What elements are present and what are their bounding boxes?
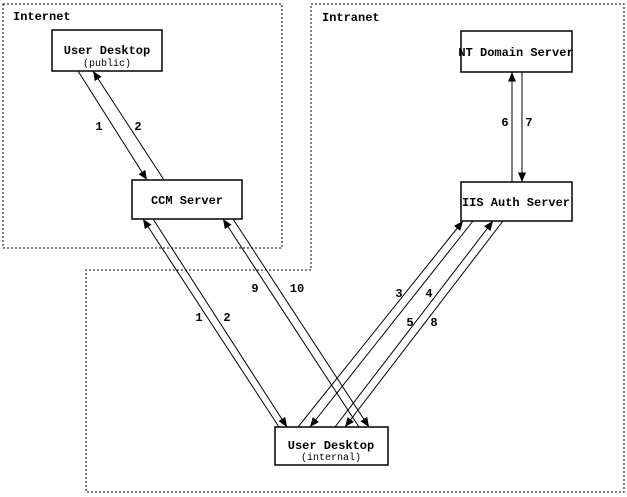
- internet-region-label: Internet: [13, 10, 71, 24]
- edge-label-10: 10: [290, 282, 304, 296]
- node-ccm-server: CCM Server: [131, 179, 243, 220]
- ccm-server-title: CCM Server: [151, 194, 223, 208]
- arrow-1-internal-to-ccm: [142, 218, 280, 428]
- arrow-8-iis-to-internal: [344, 220, 504, 428]
- edge-label-1-internal: 1: [195, 311, 202, 325]
- edge-label-2-internal: 2: [223, 311, 230, 325]
- arrow-4-iis-to-internal: [309, 220, 474, 428]
- user-desktop-public-title: User Desktop: [64, 44, 150, 58]
- user-desktop-internal-box: [274, 426, 389, 466]
- nt-domain-server-box: [460, 30, 573, 73]
- arrow-2-ccm-to-internal: [152, 218, 288, 428]
- edge-label-5: 5: [406, 316, 413, 330]
- edge-label-4: 4: [425, 287, 432, 301]
- arrow-3-internal-to-iis: [297, 220, 464, 428]
- edge-label-9: 9: [251, 282, 258, 296]
- edge-label-1-public: 1: [95, 120, 102, 134]
- intranet-region-border: [85, 3, 625, 493]
- ccm-server-box: [131, 179, 243, 220]
- node-user-desktop-internal: User Desktop (internal): [274, 426, 389, 466]
- arrow-2-ccm-to-public: [92, 70, 165, 181]
- arrow-9-internal-to-ccm: [222, 218, 360, 428]
- edge-label-3: 3: [395, 287, 402, 301]
- nt-domain-server-title: NT Domain Server: [458, 46, 573, 60]
- node-user-desktop-public: User Desktop (public): [51, 29, 163, 72]
- arrow-10-ccm-to-internal: [232, 218, 370, 428]
- edge-label-8: 8: [430, 316, 437, 330]
- edge-label-7: 7: [525, 116, 532, 130]
- intranet-region-label: Intranet: [322, 11, 380, 25]
- user-desktop-public-subtitle: (public): [83, 58, 131, 70]
- user-desktop-public-box: [51, 29, 163, 72]
- iis-auth-server-box: [460, 181, 573, 222]
- user-desktop-internal-subtitle: (internal): [301, 452, 361, 464]
- user-desktop-internal-title: User Desktop: [288, 439, 374, 453]
- node-nt-domain-server: NT Domain Server: [458, 30, 574, 73]
- iis-auth-server-title: IIS Auth Server: [462, 196, 570, 210]
- arrow-1-public-to-ccm: [77, 70, 148, 181]
- node-iis-auth-server: IIS Auth Server: [460, 181, 573, 222]
- edge-label-6: 6: [501, 116, 508, 130]
- arrow-5-internal-to-iis: [334, 220, 494, 428]
- internet-region-border: [2, 3, 283, 249]
- edge-label-2-public: 2: [134, 120, 141, 134]
